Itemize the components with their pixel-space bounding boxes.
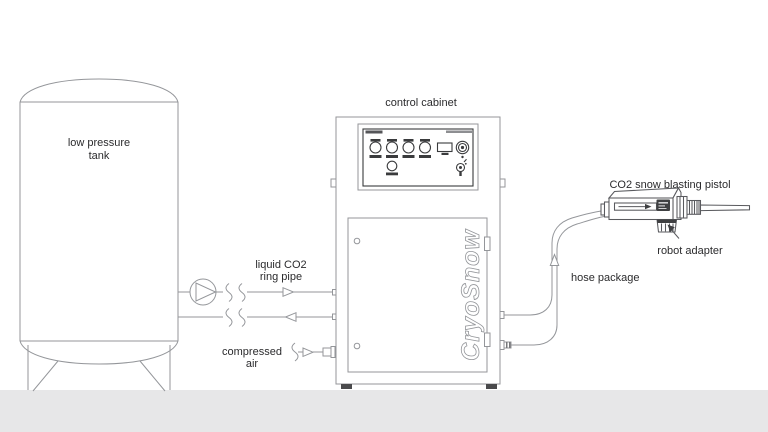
key-switch[interactable]: [455, 158, 467, 176]
robot-adapter-label: robot adapter: [657, 245, 723, 257]
fitting-band: [509, 342, 511, 348]
gauge-base: [369, 155, 382, 158]
control-cabinet: control cabinet: [330, 97, 506, 389]
pipe-break-symbol: [238, 283, 246, 302]
hose-package: hose package: [499, 210, 640, 350]
gauge-top-mark: [420, 139, 430, 142]
fitting-band: [506, 342, 508, 348]
hose-coupling: [600, 203, 606, 216]
hose-coupling: [603, 201, 610, 218]
lower-gauge[interactable]: [386, 160, 398, 176]
low-pressure-tank: low pressure tank: [19, 78, 179, 392]
gauge-knob[interactable]: [402, 141, 415, 154]
door-hinge-bottom: [484, 332, 491, 347]
cabinet-door[interactable]: CryoSnow: [347, 217, 491, 373]
cabinet-foot-left: [341, 384, 352, 389]
pistol-brand-badge: [656, 199, 670, 211]
hose-line-lower: [511, 216, 605, 346]
flow-arrow-right: [282, 286, 295, 298]
door-lock-top[interactable]: [353, 237, 361, 245]
flow-arrow-up: [549, 253, 560, 266]
door-lock-bottom[interactable]: [353, 342, 361, 350]
pistol-label: CO2 snow blasting pistol: [609, 179, 730, 191]
flow-arrow-left: [284, 311, 297, 323]
gauge-knob[interactable]: [369, 141, 382, 154]
gauge-top-mark: [403, 139, 414, 142]
tank-bottom-cap: [19, 340, 179, 365]
hose-line-upper: [504, 210, 602, 316]
compressed-air-line: compressed air: [222, 342, 336, 370]
cabinet-tab-left: [330, 178, 337, 188]
ring-pipe-label-line2: ring pipe: [260, 271, 302, 283]
display-stand: [441, 152, 449, 155]
control-panel: [357, 123, 479, 191]
badge-mark: [658, 208, 667, 209]
cabinet-tab-right: [499, 178, 506, 188]
door-panel[interactable]: [347, 217, 488, 373]
gauge-row: [369, 139, 432, 158]
panel-nameplate-right: [446, 130, 472, 133]
tank-brace-right: [139, 360, 166, 392]
door-hinge-top: [484, 236, 491, 251]
air-wall-plate: [330, 346, 336, 358]
compressed-air-label-line1: compressed: [222, 346, 282, 358]
blasting-pistol: CO2 snow blasting pistol robot adapter: [600, 179, 751, 257]
tank-brace-left: [32, 360, 59, 392]
cryosnow-logo: CryoSnow: [457, 229, 485, 361]
pipe-break-symbol: [225, 283, 233, 302]
compressed-air-label-line2: air: [246, 358, 259, 370]
ring-pipe-label-line1: liquid CO2: [255, 259, 306, 271]
robot-adapter-pointer-head: [667, 224, 675, 232]
badge-mark: [658, 202, 668, 204]
pump-symbol: [189, 278, 217, 306]
gauge-base: [386, 155, 398, 158]
flow-arrow-right: [302, 347, 315, 358]
control-cabinet-label: control cabinet: [385, 97, 457, 109]
gauge-base: [402, 155, 415, 158]
pipe-break-symbol: [238, 308, 246, 327]
hose-package-label: hose package: [571, 272, 640, 284]
robot-adapter-pointer-line: [671, 229, 680, 239]
gauge-knob[interactable]: [385, 141, 399, 154]
robot-adapter: [656, 218, 678, 233]
gauge-top-mark: [370, 139, 381, 142]
cabinet-foot-right: [486, 384, 497, 389]
hose-fitting-lower-plate: [499, 340, 505, 350]
tank-label-line1: low pressure: [68, 137, 130, 149]
nozzle-collar: [676, 195, 702, 219]
display-screen: [436, 142, 453, 153]
liquid-co2-ring-pipe: liquid CO2 ring pipe: [178, 259, 337, 327]
pipe-break-symbol: [291, 342, 299, 362]
nozzle-tube: [699, 204, 751, 212]
tank-top-cap: [19, 78, 179, 103]
slot-arrow-head: [645, 203, 652, 210]
pipe-break-symbol: [225, 308, 233, 327]
tank-label-line2: tank: [89, 150, 110, 162]
panel-nameplate-left: [365, 130, 383, 134]
pump-triangle: [195, 282, 217, 302]
hose-fitting-upper: [499, 311, 505, 319]
gauge-top-mark: [387, 139, 397, 142]
air-connector: [322, 347, 332, 357]
gauge-base: [419, 155, 431, 158]
badge-mark: [658, 205, 665, 207]
gauge-knob[interactable]: [418, 141, 432, 154]
floor-strip: [0, 390, 768, 432]
speaker-vent: [455, 140, 470, 159]
